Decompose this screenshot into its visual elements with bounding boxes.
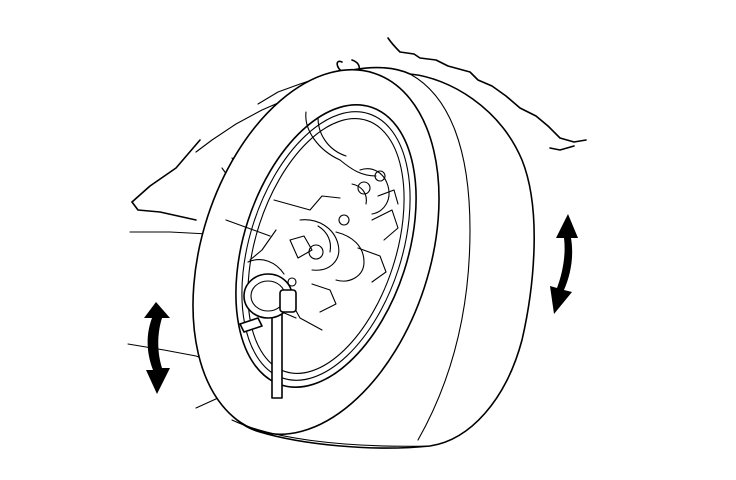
rotation-arrow-right [550, 214, 578, 314]
dial-indicator [239, 273, 297, 399]
wheel-hub-assembly [225, 111, 399, 331]
rotation-arrow-left [144, 302, 170, 394]
